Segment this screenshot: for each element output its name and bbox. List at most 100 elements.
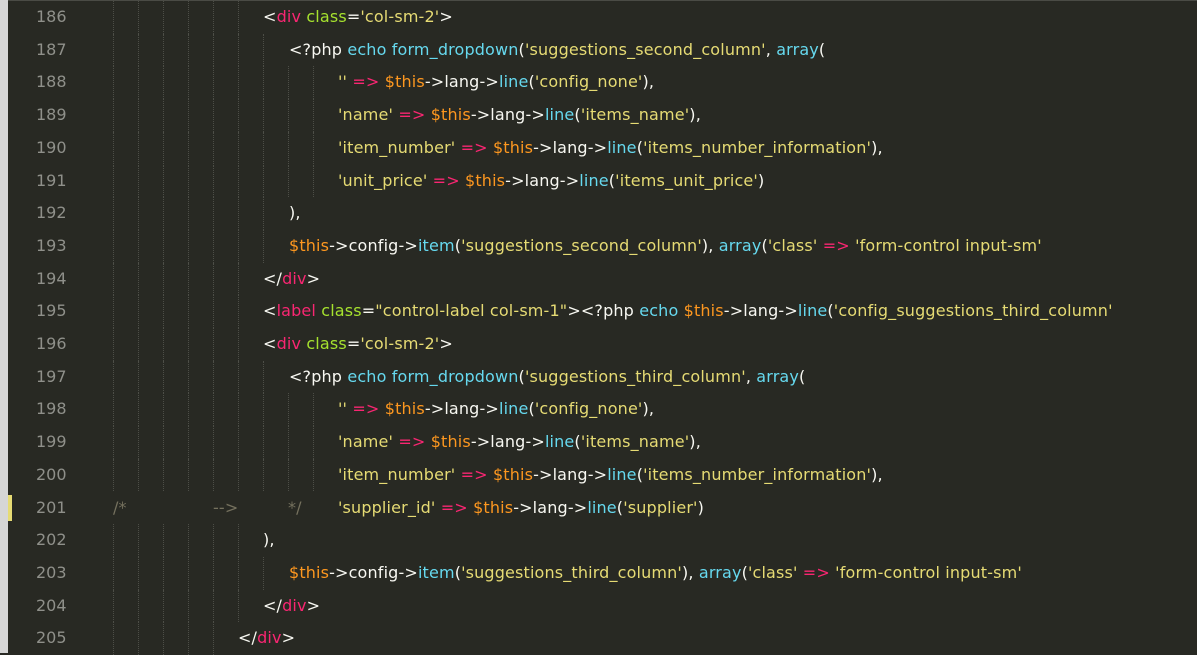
indent-guide xyxy=(113,393,114,427)
indent-guide xyxy=(238,66,239,100)
line-number: 187 xyxy=(36,39,67,59)
code-line[interactable]: 198'' => $this->lang->line('config_none'… xyxy=(8,393,1197,427)
code-text: </div> xyxy=(263,268,321,288)
indent-guide xyxy=(113,360,114,394)
code-line[interactable]: 188'' => $this->lang->line('config_none'… xyxy=(8,66,1197,100)
code-line[interactable]: 189 'name' => $this->lang->line('items_na… xyxy=(8,99,1197,132)
code-text: </div> xyxy=(238,628,296,648)
indent-guide xyxy=(113,262,114,296)
code-line[interactable]: 201/*-->*/'supplier_id' => $this->lang->… xyxy=(8,492,1197,525)
indent-guide xyxy=(188,197,189,230)
indent-guide xyxy=(163,426,164,459)
indent-guide xyxy=(313,99,314,132)
code-line[interactable]: 193$this->config->item('suggestions_seco… xyxy=(8,229,1197,263)
line-number: 200 xyxy=(36,464,67,484)
code-line[interactable]: 202), xyxy=(8,524,1197,557)
indent-guide xyxy=(313,458,314,492)
indent-guide xyxy=(163,622,164,655)
indent-guide xyxy=(288,99,289,132)
line-number: 195 xyxy=(36,301,67,321)
indent-guide xyxy=(163,262,164,296)
indent-guide xyxy=(138,360,139,394)
indent-guide xyxy=(163,33,164,67)
line-number: 194 xyxy=(36,268,67,288)
code-line[interactable]: 191'unit_price' => $this->lang->line('it… xyxy=(8,164,1197,198)
code-line[interactable]: 200'item_number' => $this->lang->line('i… xyxy=(8,458,1197,492)
indent-guide xyxy=(138,164,139,198)
line-number: 189 xyxy=(36,105,67,125)
indent-guide xyxy=(113,328,114,361)
code-text: 'name' => $this->lang->line('items_name'… xyxy=(338,105,701,125)
line-number: 197 xyxy=(36,366,67,386)
indent-guide xyxy=(238,458,239,492)
indent-guide xyxy=(138,556,139,590)
indent-guide xyxy=(188,1,189,34)
modified-line-marker xyxy=(8,494,12,521)
code-line[interactable]: 204</div> xyxy=(8,589,1197,623)
code-text: ), xyxy=(263,530,275,550)
indent-guide xyxy=(213,164,214,198)
code-line[interactable]: 205</div> xyxy=(8,622,1197,655)
indent-guide xyxy=(238,99,239,132)
code-text: ), xyxy=(289,203,301,223)
indent-guide xyxy=(138,589,139,623)
window-top-border xyxy=(0,0,1197,1)
indent-guide xyxy=(138,33,139,67)
code-editor[interactable]: 186<div class='col-sm-2'>187<?php echo f… xyxy=(8,1,1197,655)
indent-guide xyxy=(213,66,214,100)
code-line[interactable]: 187<?php echo form_dropdown('suggestions… xyxy=(8,33,1197,67)
indent-guide xyxy=(238,1,239,34)
indent-guide xyxy=(188,360,189,394)
code-line[interactable]: 192), xyxy=(8,197,1197,230)
indent-guide xyxy=(213,131,214,165)
code-line[interactable]: 196<div class='col-sm-2'> xyxy=(8,328,1197,361)
indent-guide xyxy=(163,197,164,230)
indent-guide xyxy=(138,1,139,34)
indent-guide xyxy=(213,197,214,230)
code-text: <label class="control-label col-sm-1"><?… xyxy=(263,301,1113,321)
indent-guide xyxy=(188,99,189,132)
indent-guide xyxy=(188,393,189,427)
indent-guide xyxy=(138,262,139,296)
indent-guide xyxy=(313,426,314,459)
code-line[interactable]: 199'name' => $this->lang->line('items_na… xyxy=(8,426,1197,459)
indent-guide xyxy=(163,328,164,361)
indent-guide xyxy=(163,524,164,557)
code-line[interactable]: 190'item_number' => $this->lang->line('i… xyxy=(8,131,1197,165)
indent-guide xyxy=(213,622,214,655)
indent-guide xyxy=(163,1,164,34)
indent-guide xyxy=(113,295,114,328)
indent-guide xyxy=(238,197,239,230)
indent-guide xyxy=(138,99,139,132)
indent-guide xyxy=(163,393,164,427)
indent-guide xyxy=(163,360,164,394)
code-line[interactable]: 186<div class='col-sm-2'> xyxy=(8,1,1197,34)
indent-guide xyxy=(238,328,239,361)
indent-guide xyxy=(238,556,239,590)
code-line[interactable]: 195 <label class="control-label col-sm-1"… xyxy=(8,295,1197,328)
indent-guide xyxy=(238,164,239,198)
code-line[interactable]: 203$this->config->item('suggestions_thir… xyxy=(8,556,1197,590)
indent-guide xyxy=(238,589,239,623)
code-line[interactable]: 197<?php echo form_dropdown('suggestions… xyxy=(8,360,1197,394)
indent-guide xyxy=(188,458,189,492)
indent-guide xyxy=(163,229,164,263)
indent-guide xyxy=(213,589,214,623)
indent-guide xyxy=(188,66,189,100)
indent-guide xyxy=(213,360,214,394)
indent-guide xyxy=(313,66,314,100)
code-text: 'supplier_id' => $this->lang->line('supp… xyxy=(338,497,705,517)
line-number: 196 xyxy=(36,334,67,353)
indent-guide xyxy=(113,589,114,623)
indent-guide xyxy=(163,164,164,198)
indent-guide xyxy=(238,524,239,557)
indent-guide xyxy=(263,426,264,459)
code-line[interactable]: 194 </div> xyxy=(8,262,1197,296)
indent-guide xyxy=(263,197,264,230)
code-text: 'item_number' => $this->lang->line('item… xyxy=(338,137,883,157)
indent-guide xyxy=(263,458,264,492)
indent-guide xyxy=(313,393,314,427)
indent-guide xyxy=(263,393,264,427)
line-number: 202 xyxy=(36,530,67,550)
indent-guide xyxy=(113,131,114,165)
